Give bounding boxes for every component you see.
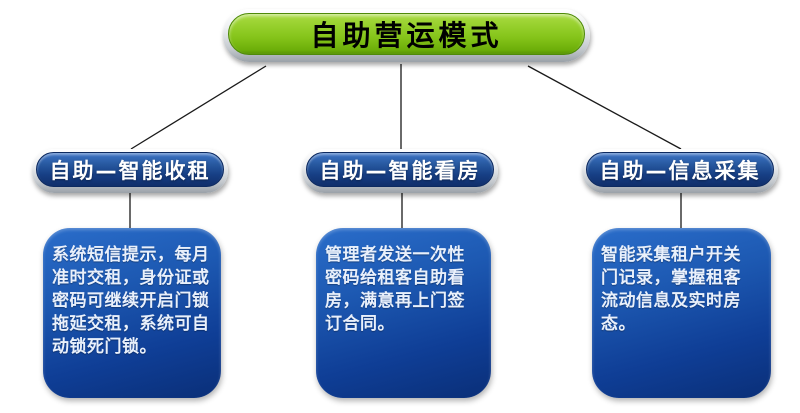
branch-node-smart-viewing: 自助—智能看房 (302, 149, 498, 193)
branch-description-text: 智能采集租户开关 门记录，掌握租客 流动信息及实时房 态。 (601, 245, 741, 334)
branch-label: 自助—智能看房 (319, 158, 481, 183)
branch-node-info-collection: 自助—信息采集 (582, 149, 778, 193)
root-title: 自助营运模式 (310, 19, 503, 52)
branch-description-box-smart-viewing: 管理者发送一次性 密码给租客自助看 房，满意再上门签 订合同。 (316, 228, 491, 398)
connector-root-to-branch3 (527, 65, 682, 150)
branch-node-surface: 自助—智能看房 (306, 152, 494, 187)
branch-description-text: 管理者发送一次性 密码给租客自助看 房，满意再上门签 订合同。 (325, 245, 465, 334)
branch-label: 自助—智能收租 (49, 158, 211, 183)
branch-description-box-smart-rent: 系统短信提示，每月 准时交租，身份证或 密码可继续开启门锁 拖延交租，系统可自 … (43, 228, 221, 398)
branch-node-smart-rent: 自助—智能收租 (32, 149, 228, 193)
connector-root-to-branch1 (130, 65, 267, 150)
branch-description-text: 系统短信提示，每月 准时交租，身份证或 密码可继续开启门锁 拖延交租，系统可自 … (52, 245, 210, 357)
branch-node-surface: 自助—智能收租 (36, 152, 224, 187)
branch-node-surface: 自助—信息采集 (586, 152, 774, 187)
root-node: 自助营运模式 (223, 9, 590, 62)
branch-label: 自助—信息采集 (599, 158, 761, 183)
root-node-surface: 自助营运模式 (228, 13, 585, 55)
branch-description-box-info-collection: 智能采集租户开关 门记录，掌握租客 流动信息及实时房 态。 (592, 228, 771, 398)
